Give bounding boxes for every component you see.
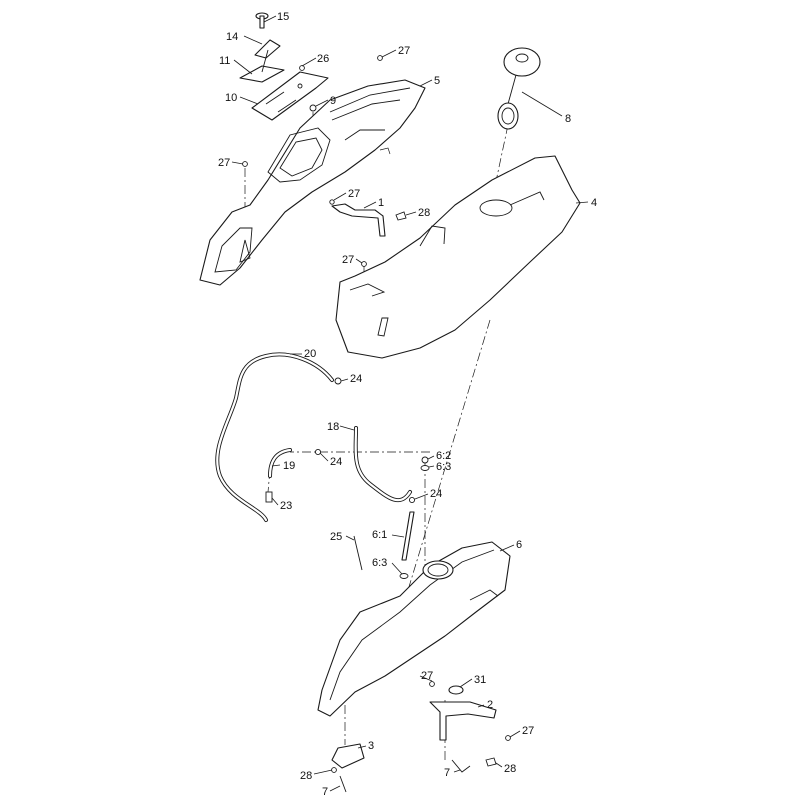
fitting-part-23 [265,491,273,503]
clamp-part-24-mid [314,448,322,456]
clamp-part-24-upper [334,377,342,385]
screw-part-27-lower-right [505,735,511,741]
hose-part-20 [215,352,334,522]
guide-plate-part-11 [239,65,285,83]
callout-27-tank-cover: 27 [342,254,354,266]
fitting-part-6-2 [421,456,429,464]
fastener-part-9 [309,104,317,112]
callout-5: 5 [434,75,440,87]
callout-1: 1 [378,197,384,209]
fuel-tank-part-6 [317,541,511,717]
shift-lever-part-14 [254,39,281,73]
callout-6-2: 6:2 [436,450,451,462]
callout-26: 26 [317,53,329,65]
bracket-part-3 [331,743,365,793]
clamp-part-24-lower [408,496,416,504]
callout-7-left: 7 [322,786,328,798]
callout-14: 14 [226,31,238,43]
callout-28-left: 28 [300,770,312,782]
callout-9: 9 [330,95,336,107]
callout-28-right: 28 [504,763,516,775]
callout-4: 4 [591,197,597,209]
callout-27-lower-left: 27 [421,670,433,682]
callout-18: 18 [327,421,339,433]
callout-24-lower: 24 [430,488,442,500]
callout-20: 20 [304,348,316,360]
bracket-part-1 [331,203,386,237]
tank-cover-part-4 [335,155,581,359]
screw-part-27-upper [377,55,383,61]
callout-11: 11 [219,55,230,67]
callout-19: 19 [283,460,295,472]
callout-27-bracket: 27 [348,188,360,200]
callout-6: 6 [516,539,522,551]
tie-part-25 [353,535,363,571]
callout-24-upper: 24 [350,373,362,385]
callout-6-1: 6:1 [372,529,387,541]
bolt-part-28-lower [485,757,497,767]
callout-27-top: 27 [398,45,410,57]
screw-part-27-lower-left [429,681,435,687]
bracket-part-2 [429,685,497,741]
washer-part-6-3-lower [399,573,409,579]
callout-2: 2 [487,699,493,711]
callout-6-3-upper: 6:3 [436,461,451,473]
callout-27-lower-right: 27 [522,725,534,737]
bolt-part-28-bracket [395,211,407,221]
screw-part-27-left [242,161,248,167]
callout-3: 3 [368,740,374,752]
screw-part-26 [299,65,305,71]
callout-7-right: 7 [444,767,450,779]
console-cover-part-5 [199,79,426,286]
callout-27-left: 27 [218,157,230,169]
hose-part-18 [353,426,412,503]
callout-31: 31 [474,674,486,686]
control-plate-part-10 [251,71,329,121]
callout-28-bracket: 28 [418,207,430,219]
callout-10: 10 [225,92,237,104]
callout-25: 25 [330,531,342,543]
pickup-tube-part-6-1 [401,511,415,561]
callout-15: 15 [277,11,289,23]
washer-part-6-3-upper [420,465,430,471]
callout-6-3-lower: 6:3 [372,557,387,569]
screw-part-27-bracket [329,199,335,205]
fuel-cap-part-8 [497,47,541,130]
hose-part-19 [268,448,292,478]
callout-23: 23 [280,500,292,512]
callout-labels: 15 14 26 27 11 5 10 9 8 27 27 1 4 28 27 … [218,11,597,798]
callout-8: 8 [565,113,571,125]
callout-24-mid: 24 [330,456,342,468]
leader-lines [231,15,589,792]
clip-part-7-right [451,759,471,773]
